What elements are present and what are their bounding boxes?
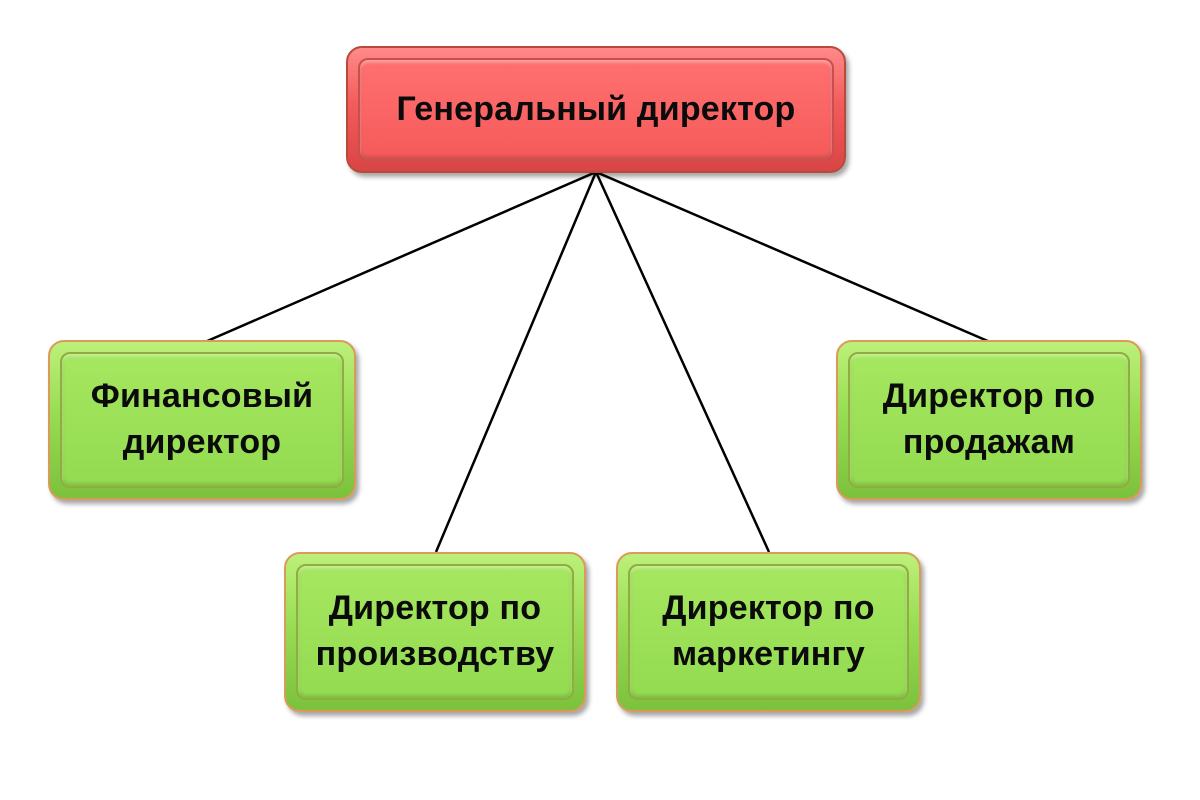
node-finance-director-label: Финансовый директор xyxy=(90,377,314,461)
connector-root-to-production xyxy=(434,171,598,553)
connector-root-to-finance xyxy=(204,170,597,344)
connector-root-to-marketing xyxy=(594,171,771,553)
node-finance-director[interactable]: Финансовый директор xyxy=(48,340,356,500)
node-sales-director-label: Директор по продажам xyxy=(882,377,1096,461)
node-general-director-label: Генеральный директор xyxy=(396,89,796,128)
node-sales-director[interactable]: Директор по продажам xyxy=(836,340,1142,500)
node-general-director[interactable]: Генеральный директор xyxy=(346,46,846,173)
node-finance-director-inner: Финансовый директор xyxy=(60,352,344,488)
node-production-director-label: Директор по производству xyxy=(315,589,555,673)
node-marketing-director[interactable]: Директор по маркетингу xyxy=(616,552,921,712)
node-sales-director-inner: Директор по продажам xyxy=(848,352,1130,488)
node-marketing-director-inner: Директор по маркетингу xyxy=(628,564,909,700)
connector-root-to-sales xyxy=(595,170,991,344)
node-marketing-director-label: Директор по маркетингу xyxy=(662,589,875,673)
node-production-director[interactable]: Директор по производству xyxy=(284,552,586,712)
node-production-director-inner: Директор по производству xyxy=(296,564,574,700)
node-general-director-inner: Генеральный директор xyxy=(358,58,834,161)
